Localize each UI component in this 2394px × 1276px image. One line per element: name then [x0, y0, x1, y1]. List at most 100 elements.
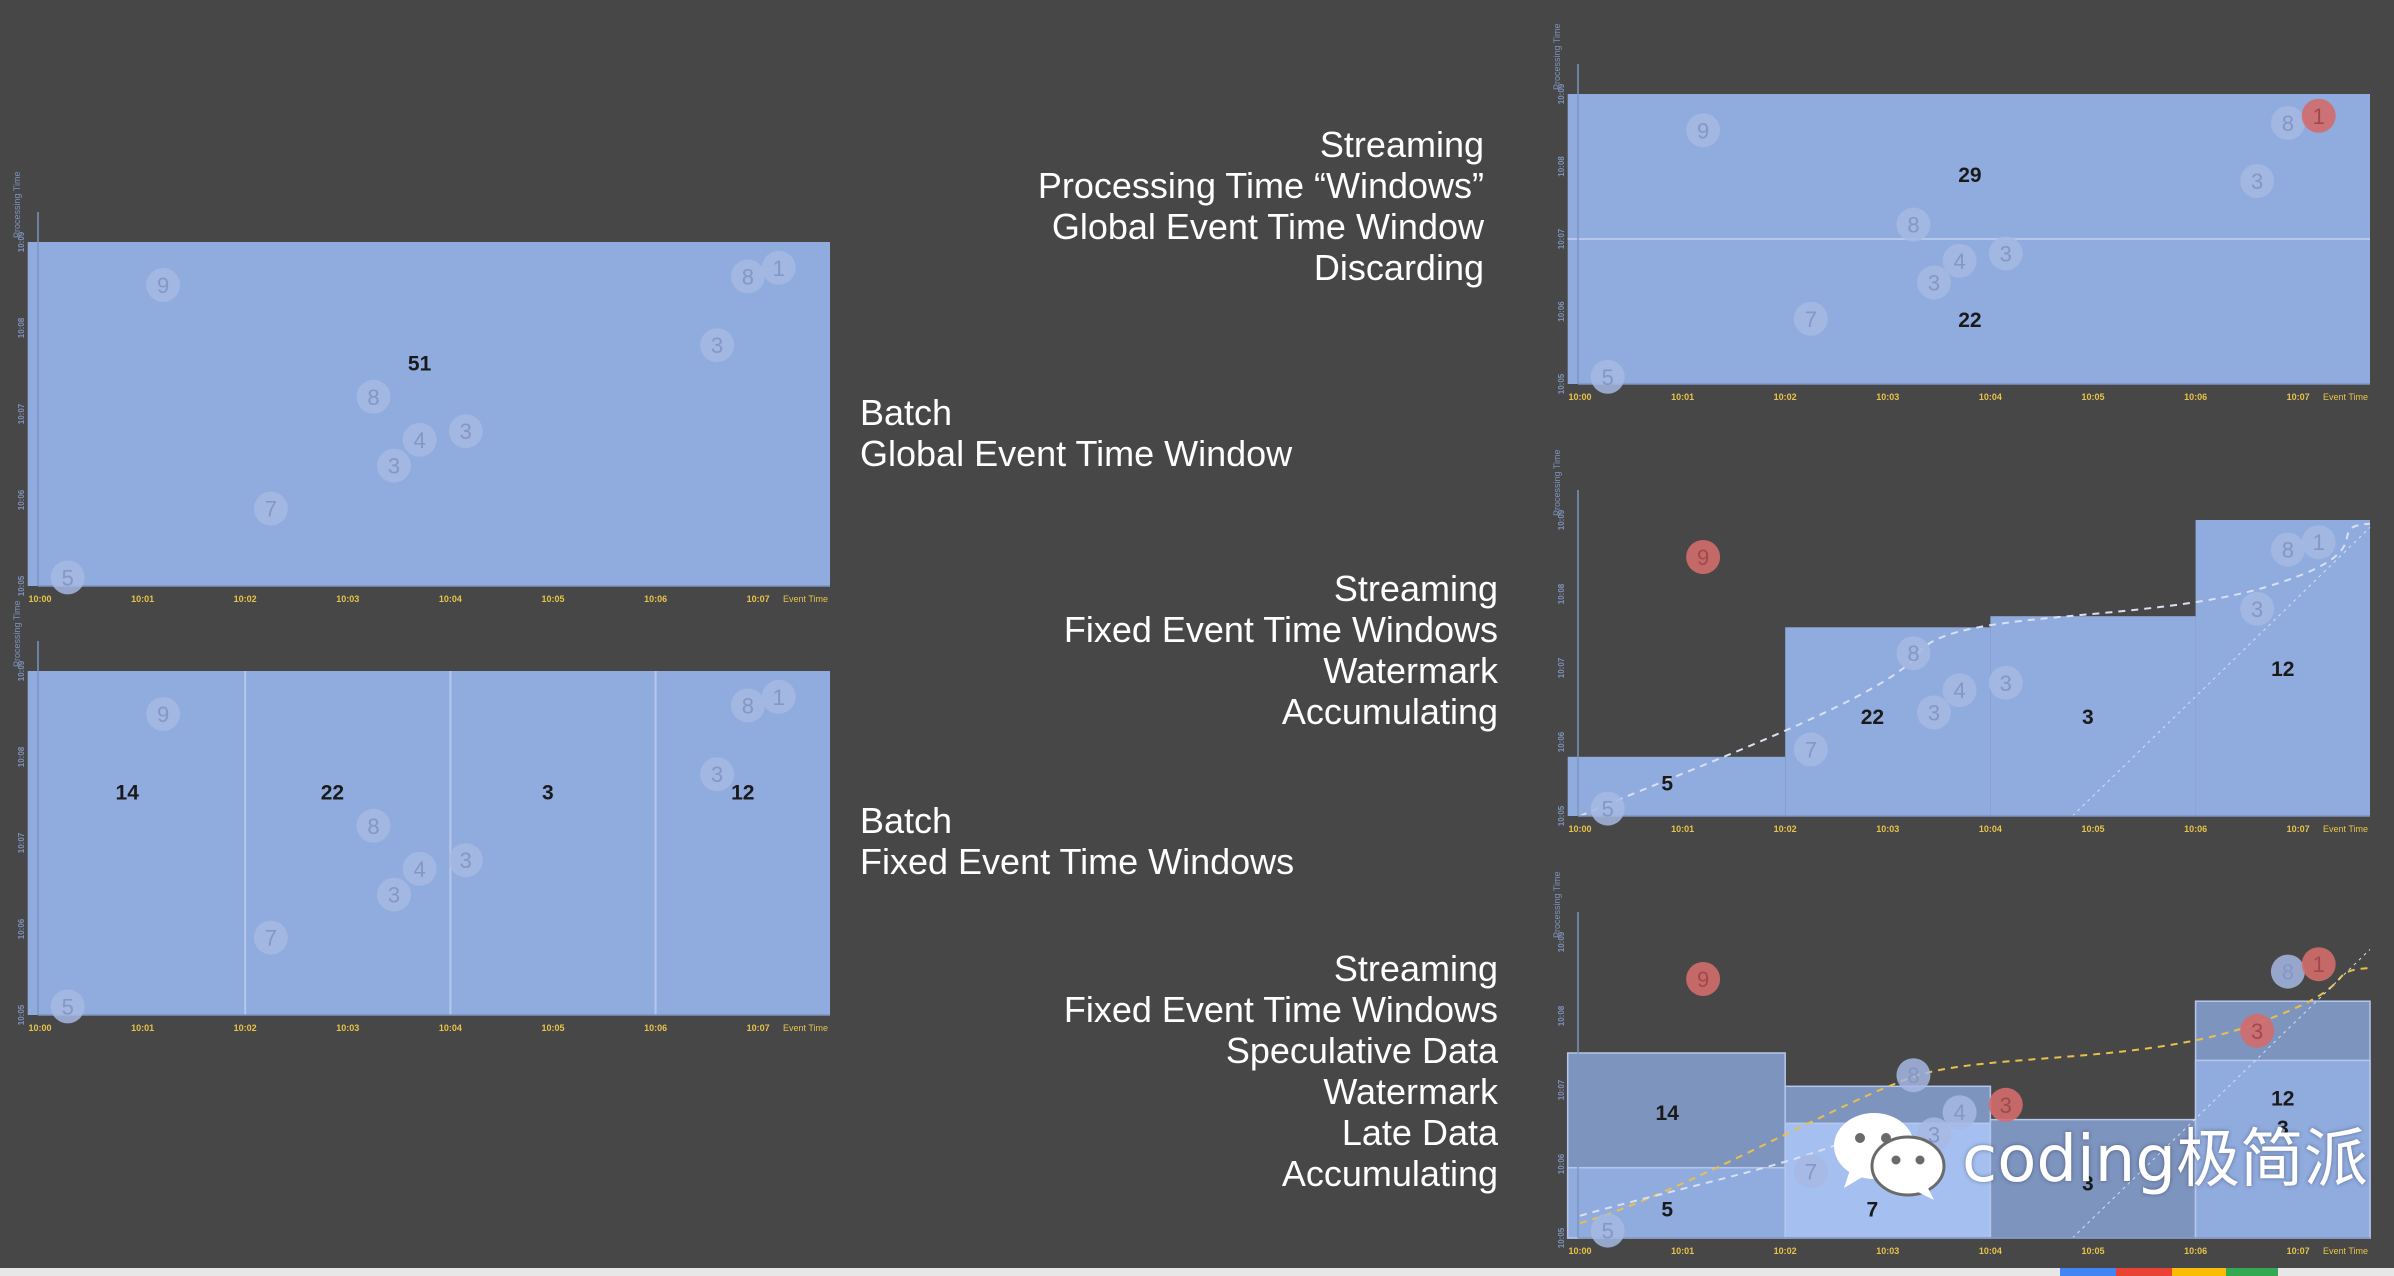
data-point-circle: [50, 989, 85, 1024]
data-point-circle: [2240, 591, 2275, 626]
data-point-circle: [730, 259, 765, 294]
data-point: 9: [146, 268, 181, 302]
data-point: 5: [1590, 791, 1625, 826]
data-point: 1: [761, 679, 796, 714]
ideal-line: [2072, 527, 2371, 817]
data-point-value: 5: [1602, 365, 1614, 390]
data-point-value: 3: [711, 333, 723, 358]
data-point: 8: [2270, 532, 2305, 567]
y-tick-label: 10:07: [1557, 657, 1566, 678]
y-tick-label: 10:07: [17, 403, 26, 424]
data-point-value: 5: [1602, 1219, 1614, 1244]
data-point-circle: [1896, 1058, 1931, 1093]
y-tick-label: 10:06: [17, 489, 26, 510]
x-tick-label: 10:02: [1774, 1246, 1797, 1256]
bottom-strip: [0, 1268, 2394, 1276]
data-point-value: 9: [1697, 967, 1709, 992]
data-point-value: 8: [1907, 1063, 1919, 1088]
data-point-circle: [1686, 962, 1721, 996]
data-point-circle: [1896, 636, 1931, 671]
x-tick-label: 10:06: [2184, 392, 2207, 402]
data-point: 3: [1988, 1087, 2023, 1122]
caption-line: Global Event Time Window: [1051, 206, 1484, 247]
data-point-circle: [50, 560, 85, 595]
data-point-circle: [2301, 947, 2336, 982]
data-point-circle: [356, 379, 391, 414]
data-point-value: 4: [413, 857, 425, 882]
y-tick-label: 10:05: [1557, 1227, 1566, 1248]
data-point-value: 1: [773, 685, 785, 710]
x-tick-label: 10:01: [131, 1023, 154, 1033]
data-point-value: 7: [1805, 307, 1817, 332]
data-point-value: 8: [367, 385, 379, 410]
window-rect: [27, 671, 831, 1015]
data-point-circle: [730, 688, 765, 723]
stream-fixed-watermark-chart: Processing Time10:0510:0610:0710:0810:09…: [1552, 449, 2371, 834]
data-point-value: 3: [711, 762, 723, 787]
data-point-value: 4: [1953, 1100, 1965, 1125]
caption-line: Accumulating: [1281, 1153, 1498, 1194]
data-point-value: 5: [62, 994, 74, 1019]
data-point-circle: [761, 679, 796, 714]
data-point-circle: [2240, 164, 2275, 198]
window-result-label: 12: [2271, 1087, 2294, 1110]
y-tick-label: 10:07: [1557, 1079, 1566, 1100]
data-point-circle: [253, 920, 288, 955]
window-result-label: 3: [2277, 1117, 2289, 1140]
data-point: 7: [1793, 1154, 1828, 1189]
x-tick-label: 10:05: [541, 594, 564, 604]
y-tick-label: 10:05: [17, 1004, 26, 1025]
data-point-circle: [402, 422, 437, 457]
caption-line: Late Data: [1341, 1112, 1498, 1153]
x-axis-label: Event Time: [2323, 824, 2368, 834]
data-point-circle: [1942, 243, 1977, 278]
x-tick-label: 10:01: [1671, 1246, 1694, 1256]
batch-fixed-chart: Processing Time10:0510:0610:0710:0810:09…: [12, 600, 831, 1033]
data-point-value: 4: [413, 428, 425, 453]
data-point-circle: [146, 697, 181, 731]
data-point: 9: [146, 697, 181, 731]
caption-line: Streaming: [1319, 124, 1484, 165]
caption-line: Accumulating: [1281, 691, 1498, 732]
window-result-label: 29: [1958, 164, 1981, 187]
y-tick-label: 10:08: [17, 746, 26, 767]
data-point-value: 3: [2251, 1019, 2263, 1044]
window-rect: [1785, 627, 1991, 816]
caption-line: Batch: [860, 392, 953, 433]
window-rect: [1990, 616, 2196, 816]
y-tick-label: 10:05: [17, 575, 26, 596]
window-result-label: 12: [731, 781, 754, 804]
data-point: 9: [1686, 962, 1721, 996]
data-point: 1: [2301, 525, 2336, 560]
x-tick-label: 10:00: [1568, 1246, 1591, 1256]
data-point-circle: [2270, 532, 2305, 567]
window-rect: [27, 242, 831, 586]
ideal-line: [2072, 949, 2371, 1239]
y-axis-label: Processing Time: [1552, 23, 1562, 90]
data-point: 3: [2240, 164, 2275, 198]
x-tick-label: 10:04: [439, 1023, 462, 1033]
data-point: 8: [2270, 106, 2305, 140]
data-point-circle: [700, 757, 735, 792]
y-axis-label: Processing Time: [1552, 871, 1562, 938]
data-point: 8: [2270, 954, 2305, 989]
y-tick-label: 10:08: [1557, 156, 1566, 177]
window-result-label: 14: [1656, 1102, 1680, 1125]
y-tick-label: 10:08: [17, 317, 26, 338]
y-tick-label: 10:09: [17, 660, 26, 681]
data-point-circle: [253, 491, 288, 526]
data-point-value: 3: [2000, 671, 2012, 696]
data-point-value: 3: [460, 848, 472, 873]
strip-segment-blue: [2060, 1268, 2116, 1276]
x-tick-label: 10:04: [439, 594, 462, 604]
data-point: 3: [448, 414, 483, 449]
data-point-value: 1: [2313, 104, 2325, 129]
x-tick-label: 10:04: [1979, 392, 2002, 402]
data-point-value: 3: [2251, 597, 2263, 622]
x-tick-label: 10:00: [28, 594, 51, 604]
x-tick-label: 10:02: [234, 1023, 257, 1033]
data-point: 4: [402, 422, 437, 457]
